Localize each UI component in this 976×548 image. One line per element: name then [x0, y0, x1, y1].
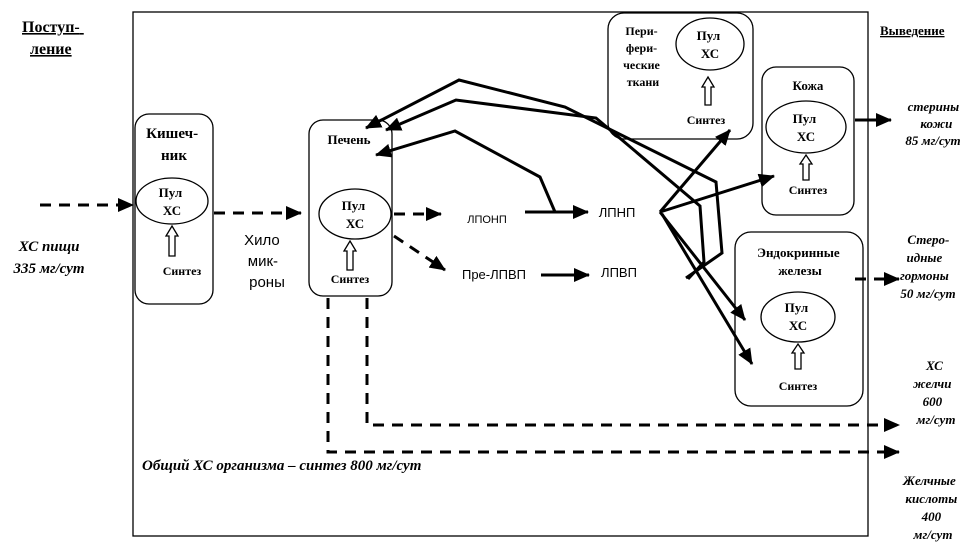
liver-synthesis: Синтез — [331, 272, 370, 286]
peripheral-label: Пери- — [625, 24, 657, 38]
svg-text:Пери- фери- ческие: Пери- фери- ческие ткани — [623, 24, 663, 89]
steroid-hormones-label: Стеро- идные гормоны 50 мг/сут — [900, 232, 956, 301]
svg-text:Пул ХС: Пул ХС — [342, 198, 369, 231]
dashed-arrows — [40, 198, 900, 459]
pre-lpvp-label: Пре-ЛПВП — [462, 267, 526, 282]
intestine-synthesis: Синтез — [163, 264, 202, 278]
peripheral-synthesis: Синтез — [687, 113, 726, 127]
lpvp-label: ЛПВП — [601, 265, 637, 280]
skin-box: Кожа Пул ХС Синтез — [761, 66, 855, 216]
chylomicrons-label: Хило мик- роны — [244, 232, 285, 291]
lpnp-label: ЛПНП — [599, 205, 636, 220]
organism-frame — [132, 11, 869, 537]
intestine-box: Кишеч- ник Пул ХС Синтез — [134, 113, 214, 305]
svg-text:Пул ХС: Пул ХС — [793, 111, 820, 144]
peripheral-box: Пери- фери- ческие ткани Пул ХС Синтез — [607, 12, 754, 140]
liver-label: Печень — [327, 132, 370, 147]
total-synthesis-label: Общий ХС организма – синтез 800 мг/сут — [142, 458, 421, 474]
bile-cholesterol-label: ХС желчи 600 мг/сут — [913, 358, 955, 427]
skin-sterols-label: стерины кожи 85 мг/сут — [905, 99, 962, 148]
svg-text:Кишеч- ник: Кишеч- ник — [146, 126, 202, 164]
skin-label: Кожа — [793, 78, 824, 93]
solid-arrows — [365, 78, 892, 365]
intestine-label: Кишеч- — [146, 126, 198, 142]
svg-text:Эндокринные железы: Эндокринные железы — [757, 245, 843, 278]
intake-header: Поступ- ление — [22, 19, 84, 58]
endocrine-label: Эндокринные — [757, 245, 840, 260]
svg-text:Пул ХС: Пул ХС — [785, 300, 812, 333]
endocrine-box: Эндокринные железы Пул ХС Синтез — [734, 231, 864, 407]
svg-text:Пул ХС: Пул ХС — [159, 185, 186, 218]
excretion-header: Выведение — [880, 23, 945, 38]
endocrine-synthesis: Синтез — [779, 379, 818, 393]
bile-acids-label: Желчные кислоты 400 мг/сут — [902, 473, 961, 542]
lponp-label: ЛПОНП — [467, 214, 507, 226]
svg-text:Пул ХС: Пул ХС — [697, 28, 724, 61]
liver-box: Печень Пул ХС Синтез — [308, 119, 393, 297]
skin-synthesis: Синтез — [789, 183, 828, 197]
food-cholesterol-label: ХС пищи 335 мг/сут — [12, 239, 84, 277]
